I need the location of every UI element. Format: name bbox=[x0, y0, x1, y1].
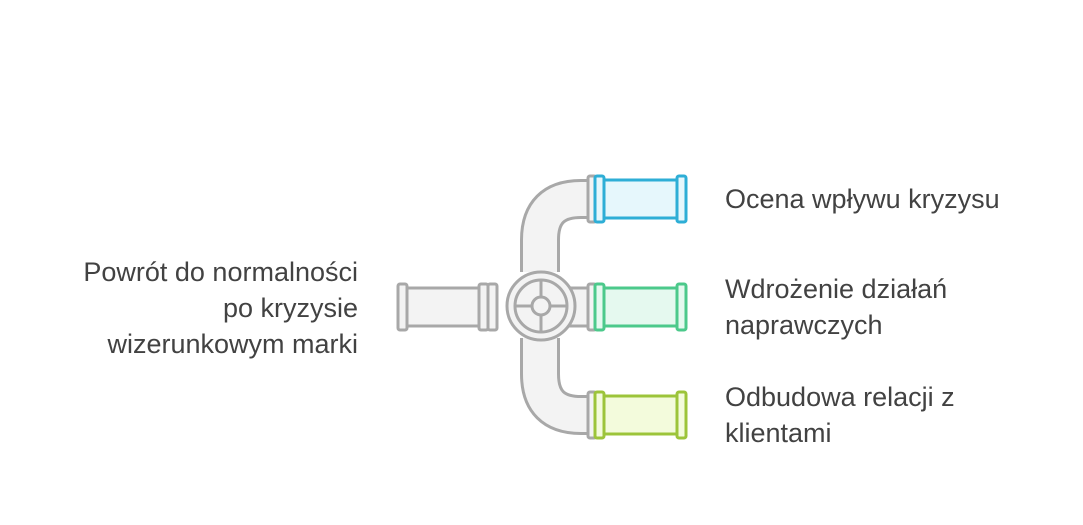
valve-center bbox=[530, 295, 552, 317]
branch-pipe-1-flange bbox=[593, 174, 606, 224]
branch-label-2-line-2: naprawczych bbox=[725, 310, 883, 340]
main-topic-line-3: wizerunkowym marki bbox=[107, 329, 358, 359]
branch-pipe-2 bbox=[586, 282, 688, 332]
branch-label-3-line-2: klientami bbox=[725, 418, 832, 448]
branch-label-2: Wdrożenie działań naprawczych bbox=[725, 271, 1065, 343]
branch-pipe-3-end-cap bbox=[675, 390, 688, 440]
main-topic-line-2: po kryzysie bbox=[222, 293, 358, 323]
branch-pipe-3-flange bbox=[593, 390, 606, 440]
branch-pipe-2-flange bbox=[593, 282, 606, 332]
main-topic-line-1: Powrót do normalności bbox=[83, 257, 358, 287]
branch-pipe-2-end-cap bbox=[675, 282, 688, 332]
branch-label-3-line-1: Odbudowa relacji z bbox=[725, 382, 955, 412]
input-pipe-end-cap bbox=[396, 282, 409, 332]
branch-pipe-1-end-cap bbox=[675, 174, 688, 224]
curved-pipe-upper-inner bbox=[523, 182, 592, 272]
branch-label-3: Odbudowa relacji z klientami bbox=[725, 379, 1065, 451]
input-pipe bbox=[404, 286, 484, 328]
main-topic-label: Powrót do normalności po kryzysie wizeru… bbox=[28, 254, 358, 362]
branch-label-1-line-1: Ocena wpływu kryzysu bbox=[725, 184, 1000, 214]
branch-label-1: Ocena wpływu kryzysu bbox=[725, 181, 1065, 217]
input-pipe-flange-inner bbox=[486, 282, 499, 332]
branch-label-2-line-1: Wdrożenie działań bbox=[725, 274, 948, 304]
curved-pipe-lower-inner bbox=[523, 338, 592, 432]
branch-pipe-1 bbox=[586, 174, 688, 224]
branch-pipe-3 bbox=[586, 390, 688, 440]
